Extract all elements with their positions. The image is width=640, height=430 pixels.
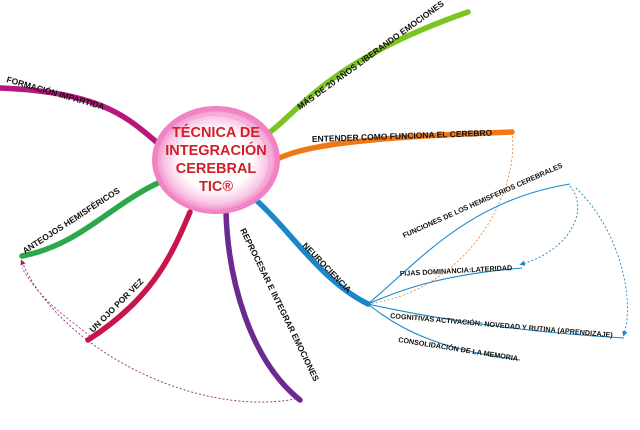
branch-unojo	[85, 209, 193, 343]
branch-reprocesar	[223, 209, 303, 403]
label-neuro[interactable]: NEUROCIENCIA	[301, 240, 354, 294]
label-funciones[interactable]: FUNCIONES DE LOS HEMISFERIOS CEREBRALES	[401, 161, 564, 240]
dotted-connector-funciones-cognitivas	[575, 187, 628, 337]
label-consolidacion[interactable]: CONSOLIDACIÓN DE LA MEMORIA	[398, 335, 519, 363]
sub-branch-consolidacion	[367, 303, 521, 361]
dotted-connector-unojo	[21, 267, 91, 337]
label-anteojos[interactable]: ANTEOJOS HEMISFÉRICOS	[21, 185, 122, 256]
central-line-3: CEREBRAL	[176, 161, 257, 177]
central-topic[interactable]: TÉCNICA DE INTEGRACIÓN CEREBRAL TIC®	[152, 106, 280, 214]
central-line-1: TÉCNICA DE	[172, 124, 260, 141]
label-cognitivas[interactable]: COGNITIVAS ACTIVACIÓN: NOVEDAD Y RUTINA …	[390, 311, 614, 339]
branch-formacion	[0, 85, 163, 148]
dotted-connector-unojo-anteojos	[20, 259, 301, 403]
dotted-connector-entender-neuro	[367, 131, 514, 305]
central-line-4: TIC®	[199, 179, 233, 195]
label-unojo[interactable]: UN OJO POR VEZ	[87, 276, 145, 334]
branch-mas20	[267, 9, 471, 135]
branch-anteojos	[19, 179, 163, 259]
label-entender[interactable]: ENTENDER COMO FUNCIONA EL CEREBRO	[312, 128, 493, 144]
sub-branch-cognitivas	[367, 303, 625, 339]
branch-neuro	[253, 197, 371, 307]
sub-branch-funciones	[367, 183, 571, 305]
central-line-2: INTEGRACIÓN	[165, 141, 267, 159]
label-mas20[interactable]: MÁS DE 20 AÑOS LIBERANDO EMOCIONES	[295, 0, 446, 112]
sub-branch-fijas	[367, 267, 523, 305]
branch-entender	[272, 129, 515, 163]
label-fijas[interactable]: FIJAS DOMINANCIA:LATERIDAD	[400, 263, 513, 278]
label-formacion[interactable]: FORMACIÓN IMPARTIDA	[5, 73, 105, 112]
dotted-connector-funciones-fijas	[519, 185, 579, 266]
